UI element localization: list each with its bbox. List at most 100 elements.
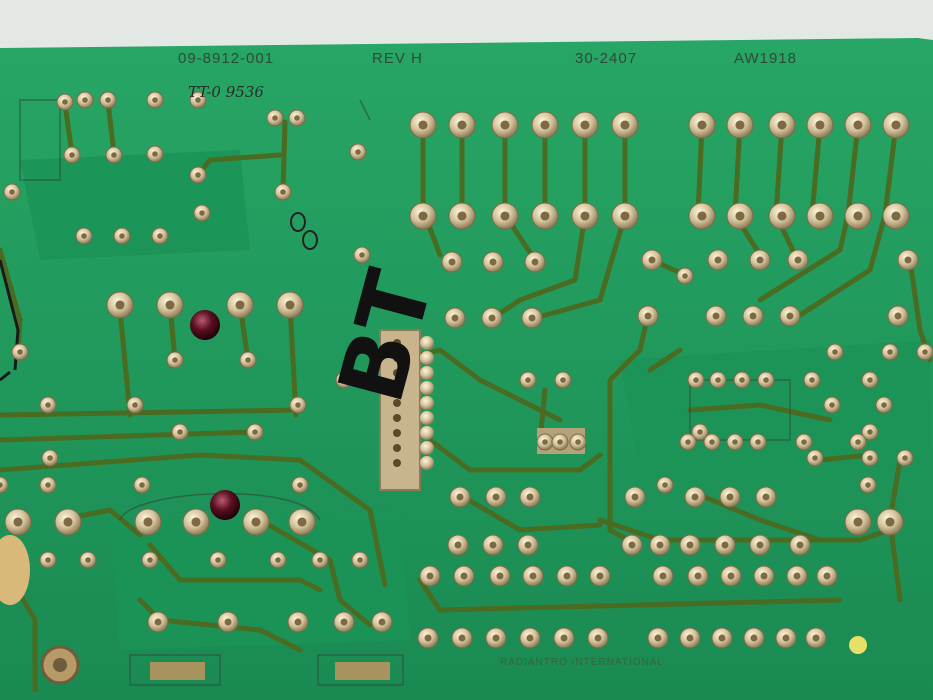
pad-hole bbox=[823, 572, 831, 580]
pad-hole bbox=[796, 541, 804, 549]
socket-hole bbox=[393, 459, 401, 467]
pad-hole bbox=[620, 120, 630, 130]
pad-hole bbox=[885, 517, 895, 527]
pad-hole bbox=[195, 172, 201, 178]
potentiometer-center bbox=[53, 658, 67, 672]
pad-hole bbox=[147, 557, 153, 563]
socket-hole bbox=[393, 414, 401, 422]
pad-hole bbox=[686, 634, 694, 642]
manufacturer-label: RADIANTRO INTERNATIONAL bbox=[500, 657, 664, 668]
pad-hole bbox=[500, 211, 510, 221]
resistor-footprint-left bbox=[150, 662, 205, 680]
pad-hole bbox=[735, 211, 745, 221]
pad-hole bbox=[829, 402, 835, 408]
pad-hole bbox=[418, 120, 428, 130]
pad-hole bbox=[620, 211, 630, 221]
handwritten-code: TT-0 9536 bbox=[188, 83, 264, 101]
pad-hole bbox=[763, 377, 769, 383]
pad-hole bbox=[224, 618, 232, 626]
pad-hole bbox=[756, 541, 764, 549]
socket-pad bbox=[420, 351, 434, 365]
pad-hole bbox=[659, 572, 667, 580]
pad-hole bbox=[355, 149, 361, 155]
pad-hole bbox=[524, 541, 532, 549]
socket-hole bbox=[393, 369, 401, 377]
pad-hole bbox=[894, 312, 902, 320]
pad-hole bbox=[85, 557, 91, 563]
pad-hole bbox=[922, 349, 928, 355]
pad-hole bbox=[691, 493, 699, 501]
pad-hole bbox=[496, 572, 504, 580]
led-lower bbox=[210, 490, 240, 520]
pad-hole bbox=[540, 120, 550, 130]
pad-hole bbox=[654, 634, 662, 642]
pad-hole bbox=[732, 439, 738, 445]
pad-hole bbox=[426, 572, 434, 580]
pad-hole bbox=[560, 634, 568, 642]
pad-hole bbox=[881, 402, 887, 408]
pad-hole bbox=[115, 300, 125, 310]
pad-hole bbox=[815, 120, 825, 130]
pad-hole bbox=[648, 256, 656, 264]
pad-hole bbox=[17, 349, 23, 355]
pad-hole bbox=[777, 120, 787, 130]
socket-pad bbox=[420, 426, 434, 440]
socket-hole bbox=[393, 339, 401, 347]
socket-pad bbox=[420, 441, 434, 455]
pad-hole bbox=[575, 439, 581, 445]
pad-hole bbox=[489, 541, 497, 549]
pad-hole bbox=[902, 455, 908, 461]
pad-hole bbox=[172, 357, 178, 363]
pad-hole bbox=[294, 115, 300, 121]
pad-hole bbox=[457, 211, 467, 221]
socket-pad bbox=[420, 396, 434, 410]
pad-hole bbox=[525, 377, 531, 383]
pad-hole bbox=[887, 349, 893, 355]
assembly-number: 30-2407 bbox=[575, 50, 637, 67]
pad-hole bbox=[294, 618, 302, 626]
pad-hole bbox=[855, 439, 861, 445]
pad-hole bbox=[697, 120, 707, 130]
component-edge bbox=[0, 535, 30, 605]
pad-hole bbox=[580, 211, 590, 221]
pad-hole bbox=[777, 211, 787, 221]
pad-hole bbox=[557, 439, 563, 445]
pad-hole bbox=[712, 312, 720, 320]
pad-hole bbox=[418, 211, 428, 221]
pad-hole bbox=[47, 455, 53, 461]
pad-hole bbox=[596, 572, 604, 580]
pad-hole bbox=[488, 314, 496, 322]
pad-hole bbox=[69, 152, 75, 158]
pad-hole bbox=[631, 493, 639, 501]
pad-hole bbox=[154, 618, 162, 626]
resistor-footprint-right bbox=[335, 662, 390, 680]
pad-hole bbox=[45, 557, 51, 563]
pad-hole bbox=[285, 300, 295, 310]
pad-hole bbox=[111, 152, 117, 158]
pad-hole bbox=[812, 455, 818, 461]
socket-pad bbox=[420, 366, 434, 380]
pad-hole bbox=[715, 377, 721, 383]
pad-hole bbox=[832, 349, 838, 355]
pad-hole bbox=[340, 618, 348, 626]
handwritten-loops bbox=[290, 212, 318, 250]
pad-hole bbox=[580, 120, 590, 130]
pad-hole bbox=[317, 557, 323, 563]
pad-hole bbox=[457, 120, 467, 130]
pad-hole bbox=[82, 97, 88, 103]
pad-hole bbox=[297, 517, 307, 527]
pad-hole bbox=[815, 211, 825, 221]
socket-hole bbox=[393, 444, 401, 452]
socket-pad bbox=[420, 381, 434, 395]
pad-hole bbox=[451, 314, 459, 322]
pad-hole bbox=[215, 557, 221, 563]
pad-hole bbox=[152, 151, 158, 157]
pad-hole bbox=[341, 377, 347, 383]
pad-hole bbox=[644, 312, 652, 320]
part-number: 09-8912-001 bbox=[178, 50, 274, 67]
pad-hole bbox=[81, 233, 87, 239]
pad-hole bbox=[357, 557, 363, 563]
pad-hole bbox=[199, 210, 205, 216]
pad-hole bbox=[727, 572, 735, 580]
pad-hole bbox=[165, 300, 175, 310]
